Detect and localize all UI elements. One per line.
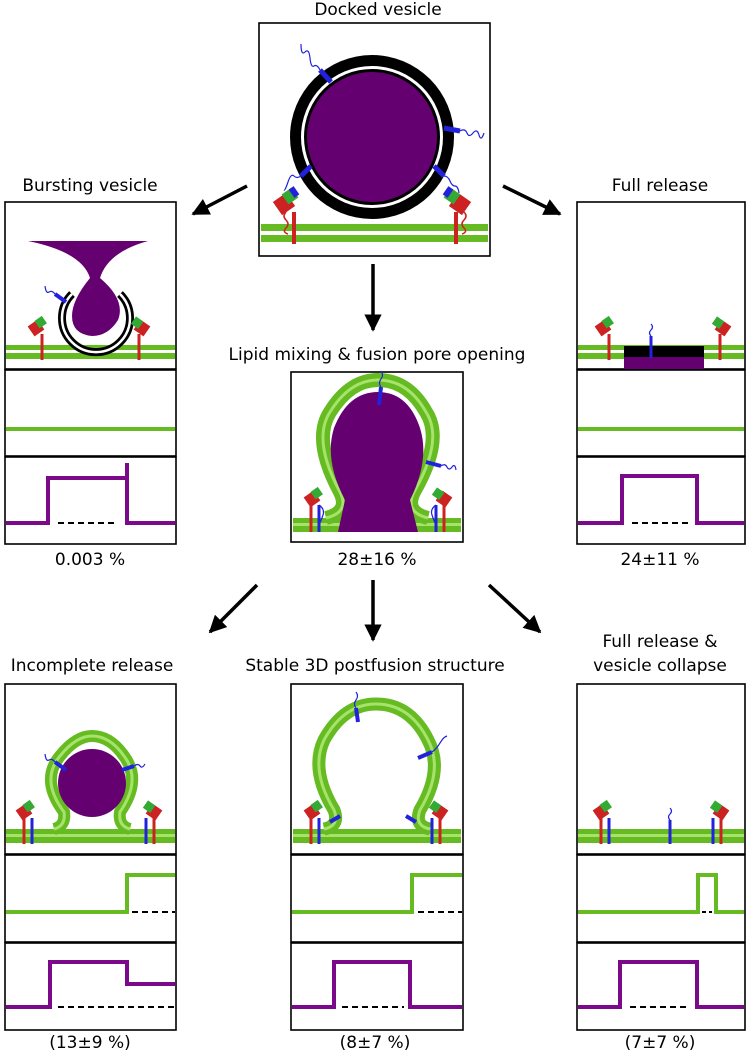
incomplete-panel: [4, 683, 177, 1031]
collapse-content-trace: [578, 960, 744, 1009]
incomplete-percent: (13±9 %): [49, 1033, 131, 1053]
bursting-panel: [4, 201, 177, 545]
arrow-to-collapse: [487, 583, 542, 634]
full-release-content-trace: [578, 474, 744, 525]
arrow-to-bursting: [191, 184, 248, 216]
lipid-mixing-title: Lipid mixing & fusion pore opening: [229, 345, 526, 365]
collapse-title-line1: Full release &: [602, 632, 717, 652]
lipid-mixing-percent: 28±16 %: [337, 550, 416, 570]
t-snare-left: [272, 186, 300, 244]
stable-3d-percent: (8±7 %): [340, 1033, 411, 1053]
stable-3d-panel: [290, 683, 464, 1031]
incomplete-lipid-trace: [6, 873, 175, 914]
incomplete-content-trace: [6, 960, 175, 1009]
incomplete-title: Incomplete release: [11, 656, 174, 676]
collapse-panel: [576, 683, 746, 1031]
collapse-title-line2: vesicle collapse: [593, 656, 727, 676]
bursting-content-trace: [6, 476, 175, 525]
stable-3d-lipid-trace: [292, 873, 462, 914]
stable-3d-content-trace: [292, 960, 462, 1009]
fused-content: [330, 392, 424, 532]
arrow-to-full-release: [502, 184, 562, 216]
bursting-title: Bursting vesicle: [22, 176, 157, 196]
full-release-title: Full release: [612, 176, 708, 196]
collapse-percent: (7±7 %): [625, 1033, 696, 1053]
full-release-percent: 24±11 %: [620, 550, 699, 570]
lipid-mixing-panel: [290, 370, 464, 543]
bursting-percent: 0.003 %: [55, 550, 125, 570]
t-snare-right: [442, 186, 472, 244]
vesicle-content: [307, 72, 437, 202]
docked-panel: [258, 22, 491, 257]
docked-title: Docked vesicle: [314, 0, 441, 20]
collapse-lipid-trace: [578, 873, 744, 914]
arrow-to-incomplete: [208, 583, 259, 634]
stable-3d-title: Stable 3D postfusion structure: [245, 656, 504, 676]
full-release-panel: [576, 201, 746, 545]
